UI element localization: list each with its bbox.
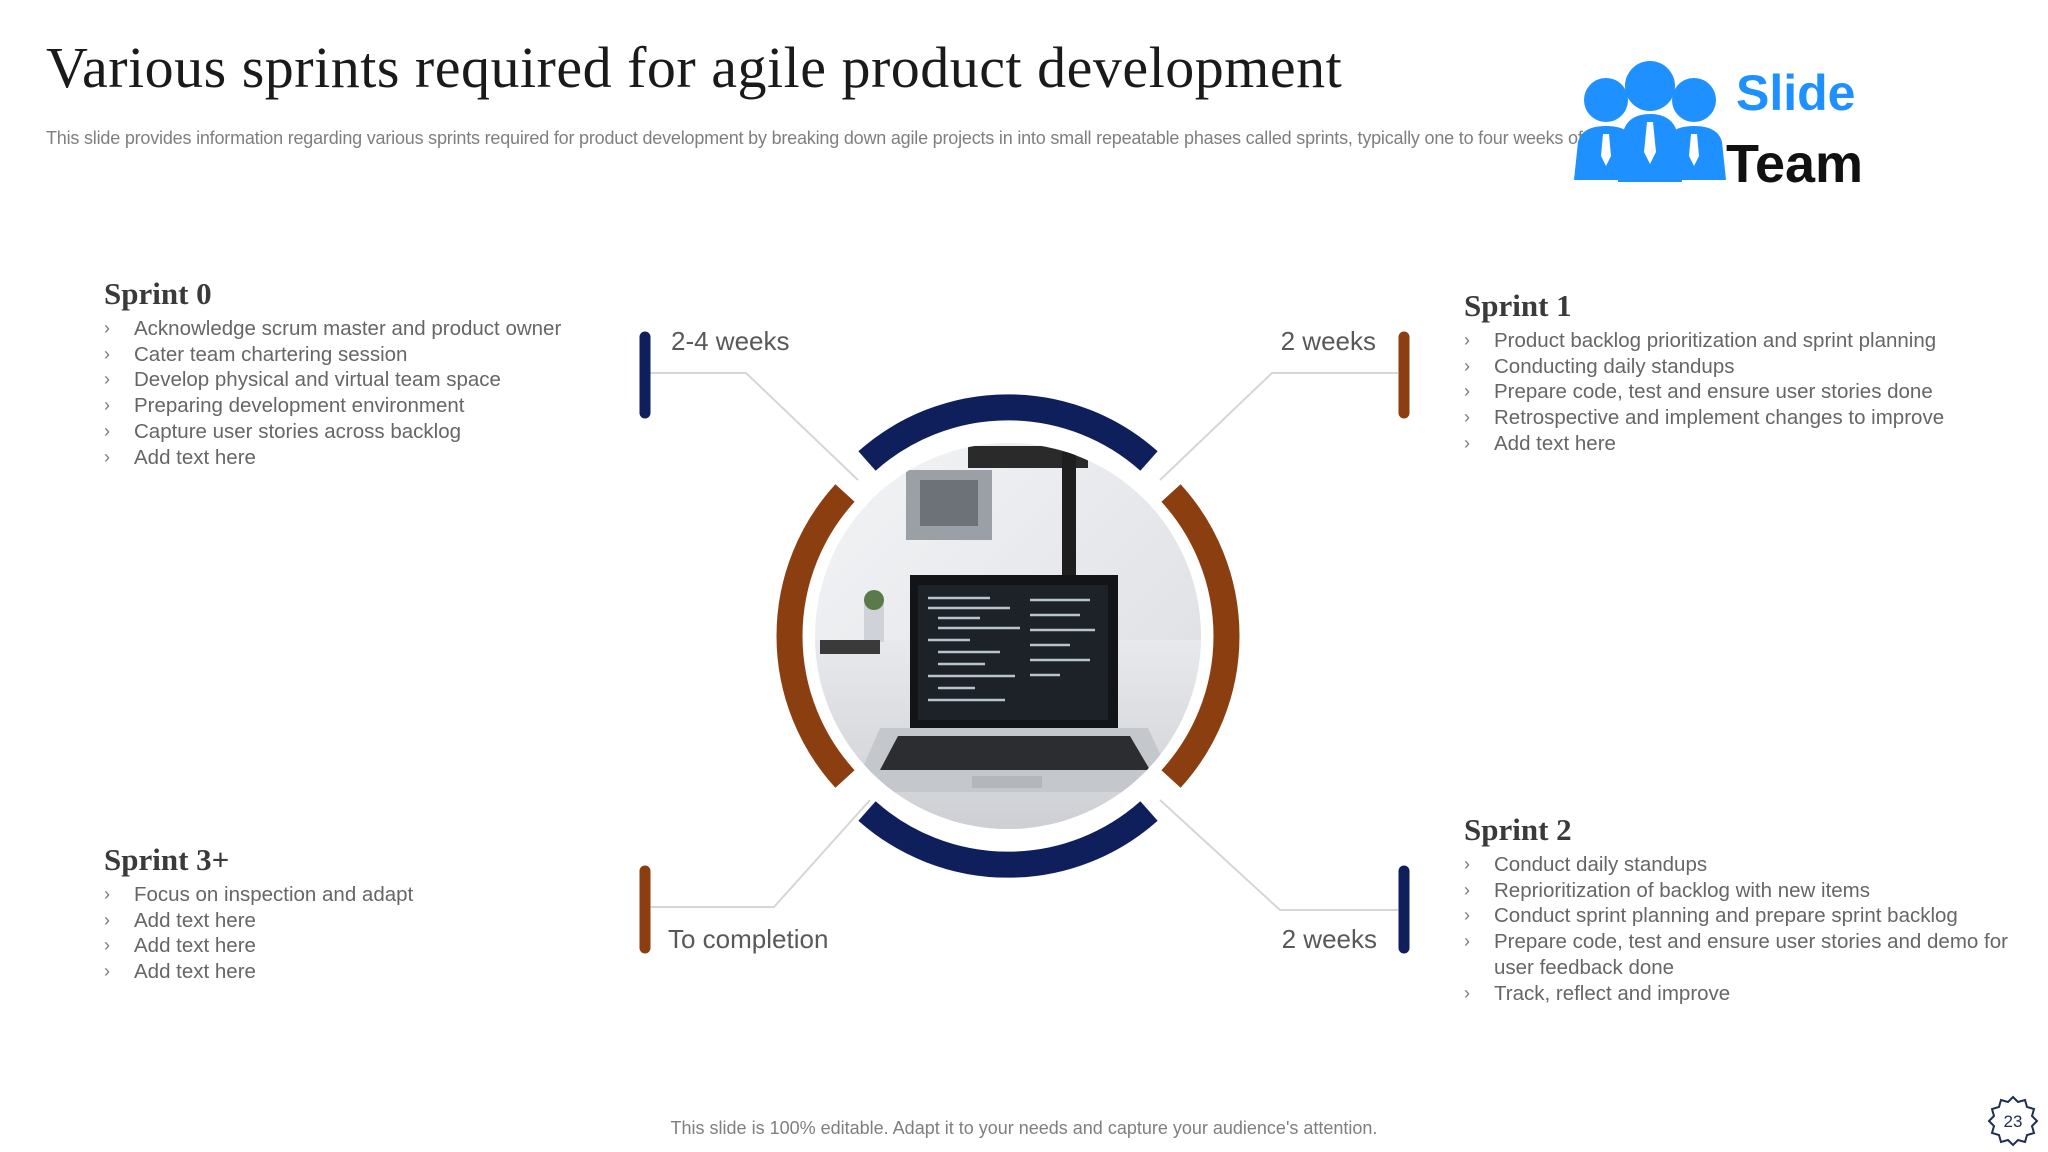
list-item: Conducting daily standups: [1464, 354, 2024, 380]
ring-arc-right: [1161, 484, 1240, 788]
slide-title: Various sprints required for agile produ…: [46, 35, 1343, 100]
sprint-0-list: Acknowledge scrum master and product own…: [104, 316, 624, 470]
connector-line-sprint-3: [648, 799, 871, 908]
sprint-0-heading: Sprint 0: [104, 276, 212, 311]
sprint-1-list: Product backlog prioritization and sprin…: [1464, 328, 2024, 457]
list-item: Capture user stories across backlog: [104, 419, 624, 445]
list-item: Add text here: [104, 445, 624, 471]
page-number: 23: [2004, 1112, 2023, 1131]
list-item: Preparing development environment: [104, 393, 624, 419]
footer-note: This slide is 100% editable. Adapt it to…: [670, 1118, 1378, 1138]
sprint-0-block: Sprint 0 Acknowledge scrum master and pr…: [104, 276, 624, 470]
list-item: Add text here: [104, 908, 624, 934]
list-item: Focus on inspection and adapt: [104, 882, 624, 908]
connector-line-sprint-0: [648, 372, 859, 481]
sprint-1-block: Sprint 1 Product backlog prioritization …: [1464, 288, 2024, 457]
list-item: Product backlog prioritization and sprin…: [1464, 328, 2024, 354]
sprint-2-list: Conduct daily standups Reprioritization …: [1464, 852, 2024, 1006]
list-item: Add text here: [1464, 431, 2024, 457]
list-item: Reprioritization of backlog with new ite…: [1464, 878, 2024, 904]
connector-line-sprint-2: [1159, 799, 1398, 911]
list-item: Add text here: [104, 933, 624, 959]
list-item: Develop physical and virtual team space: [104, 367, 624, 393]
sprint-0-duration: 2-4 weeks: [671, 326, 790, 356]
list-item: Track, reflect and improve: [1464, 981, 2024, 1007]
sprint-1-duration: 2 weeks: [1280, 326, 1376, 356]
list-item: Retrospective and implement changes to i…: [1464, 405, 2024, 431]
page-number-badge: 23: [1987, 1095, 2039, 1147]
list-item: Cater team chartering session: [104, 342, 624, 368]
slideteam-logo: Slide Team: [1574, 61, 1863, 188]
ring-arc-top: [858, 394, 1158, 471]
sprint-3-list: Focus on inspection and adapt Add text h…: [104, 882, 624, 985]
logo-word-team: Team: [1726, 134, 1863, 188]
list-item: Conduct daily standups: [1464, 852, 2024, 878]
sprint-2-heading: Sprint 2: [1464, 812, 1572, 847]
ring-arc-bottom: [858, 801, 1158, 878]
ring-arc-left: [776, 484, 855, 788]
list-item: Acknowledge scrum master and product own…: [104, 316, 624, 342]
sprint-3-heading: Sprint 3+: [104, 842, 230, 877]
list-item: Prepare code, test and ensure user stori…: [1464, 379, 2024, 405]
list-item: Prepare code, test and ensure user stori…: [1464, 929, 2024, 980]
logo-word-slide: Slide: [1736, 65, 1855, 121]
sprint-3-duration: To completion: [668, 924, 829, 954]
gear-icon: [1987, 1095, 2039, 1147]
sprint-1-heading: Sprint 1: [1464, 288, 1572, 323]
sprint-2-block: Sprint 2 Conduct daily standups Repriori…: [1464, 812, 2024, 1006]
sprint-3-block: Sprint 3+ Focus on inspection and adapt …: [104, 842, 624, 985]
slide-subtitle: This slide provides information regardin…: [46, 128, 1656, 148]
sprint-2-duration: 2 weeks: [1281, 924, 1377, 954]
list-item: Add text here: [104, 959, 624, 985]
laptop-photo: [815, 443, 1201, 829]
connector-line-sprint-1: [1159, 372, 1398, 481]
list-item: Conduct sprint planning and prepare spri…: [1464, 903, 2024, 929]
